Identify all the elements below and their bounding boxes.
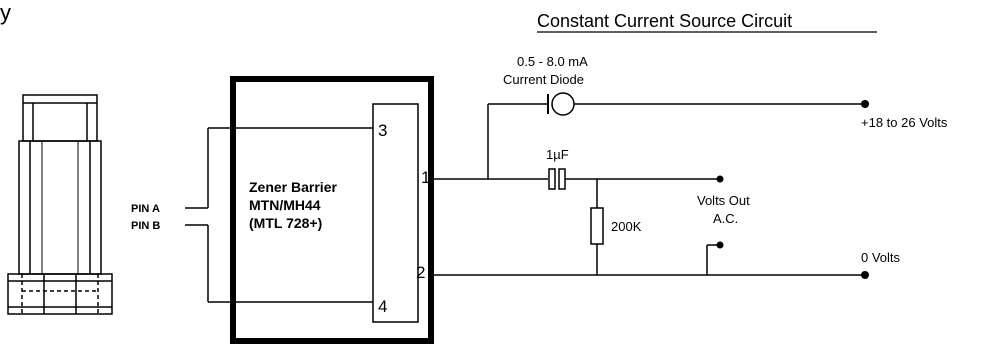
diode-name-label: Current Diode [503,72,584,87]
barrier-name-line1: Zener Barrier [249,179,337,195]
signal-wires [433,103,865,276]
volts-out-terminal-top [716,175,724,183]
pin-a-label: PIN A [131,203,160,215]
diode-range-label: 0.5 - 8.0 mA [517,54,588,69]
capacitor-symbol [548,168,566,190]
terminal-4-label: 4 [378,297,387,316]
barrier-name-line3: (MTL 728+) [249,215,322,231]
corner-letter-fragment: y [0,0,11,25]
barrier-terminal-block [372,103,419,323]
volts-out-ac-label: A.C. [713,211,738,226]
terminal-2-label: 2 [416,263,425,282]
resistor-value-label: 200K [611,219,642,234]
terminal-3-label: 3 [378,121,387,140]
ground-terminal [861,271,869,279]
pin-b-label: PIN B [131,220,160,232]
volts-out-label: Volts Out [697,193,750,208]
ground-voltage-label: 0 Volts [861,250,901,265]
volts-out-terminal-bottom [716,241,724,249]
current-diode-symbol [547,92,865,116]
sensor-icon [7,94,113,315]
supply-voltage-label: +18 to 26 Volts [861,115,948,130]
resistor-symbol [590,207,604,245]
zener-barrier-box [230,76,434,344]
barrier-name-line2: MTN/MH44 [249,197,321,213]
diagram-title: Constant Current Source Circuit [537,11,792,31]
terminal-1-label: 1 [421,168,430,187]
capacitor-value-label: 1µF [546,147,569,162]
supply-terminal [861,100,869,108]
